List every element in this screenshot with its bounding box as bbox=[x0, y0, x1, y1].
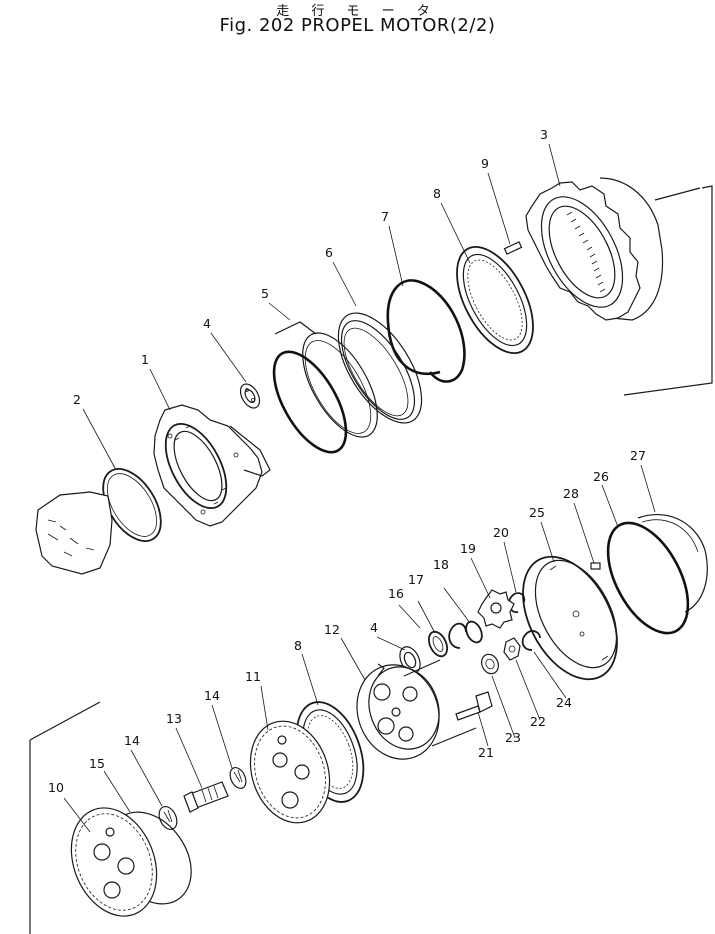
part-12-carrier bbox=[356, 659, 477, 760]
callout-11: 11 bbox=[245, 669, 261, 684]
part-22-nut bbox=[503, 637, 521, 661]
callout-6: 6 bbox=[325, 245, 333, 260]
figure-title: Fig. 202 PROPEL MOTOR(2/2) bbox=[219, 15, 496, 36]
callout-2: 2 bbox=[73, 392, 81, 407]
part-24-snap-ring bbox=[521, 630, 541, 651]
part-2-o-ring bbox=[102, 468, 162, 542]
callout-13: 13 bbox=[166, 711, 182, 726]
callout-18: 18 bbox=[433, 557, 449, 572]
part-8-bearing-upper bbox=[456, 245, 534, 355]
leader-lines bbox=[63, 143, 656, 833]
part-6-seal-ring bbox=[337, 312, 423, 424]
part-23-spacer bbox=[481, 653, 499, 675]
callout-17: 17 bbox=[408, 572, 424, 587]
callout-21: 21 bbox=[478, 745, 494, 760]
part-27-o-ring bbox=[637, 514, 708, 613]
part-13-shaft bbox=[183, 781, 229, 813]
callout-28: 28 bbox=[563, 486, 579, 501]
callout-25: 25 bbox=[529, 505, 545, 520]
callout-3: 3 bbox=[540, 127, 548, 142]
callout-26: 26 bbox=[593, 469, 609, 484]
callout-9: 9 bbox=[481, 156, 489, 171]
callout-20: 20 bbox=[493, 525, 509, 540]
part-1-motor-case bbox=[153, 404, 271, 527]
part-26-o-ring bbox=[606, 521, 690, 635]
callout-8-lower: 8 bbox=[294, 638, 302, 653]
part-10-gear bbox=[70, 807, 158, 917]
callout-4-upper: 4 bbox=[203, 316, 211, 331]
part-25-cover bbox=[522, 555, 618, 681]
callout-labels: 3 9 8 7 6 5 4 1 2 27 26 28 25 20 19 18 1… bbox=[48, 127, 646, 795]
callout-1: 1 bbox=[141, 352, 149, 367]
part-11-gear bbox=[249, 720, 331, 824]
bracket-top bbox=[623, 185, 713, 396]
part-3-housing bbox=[525, 177, 701, 321]
callout-27: 27 bbox=[630, 448, 646, 463]
callout-12: 12 bbox=[324, 622, 340, 637]
callout-4-lower: 4 bbox=[370, 620, 378, 635]
part-28-plug bbox=[590, 562, 601, 570]
part-19-sun-gear bbox=[477, 589, 515, 629]
callout-24: 24 bbox=[556, 695, 572, 710]
callout-22: 22 bbox=[530, 714, 546, 729]
part-9-pin bbox=[503, 241, 523, 255]
callout-10: 10 bbox=[48, 780, 64, 795]
part-17-snap-ring bbox=[448, 622, 467, 649]
part-20-snap-ring bbox=[508, 592, 526, 614]
callout-14-right: 14 bbox=[204, 688, 220, 703]
callout-16: 16 bbox=[388, 586, 404, 601]
part-7-snap-ring bbox=[386, 279, 466, 383]
part-21-bolt bbox=[455, 691, 493, 721]
callout-23: 23 bbox=[505, 730, 521, 745]
callout-8-upper: 8 bbox=[433, 186, 441, 201]
part-4-bearing-upper bbox=[239, 383, 261, 409]
part-16-ring bbox=[428, 630, 448, 658]
callout-7: 7 bbox=[381, 209, 389, 224]
part-5-o-ring-set bbox=[272, 321, 378, 454]
callout-14-left: 14 bbox=[124, 733, 140, 748]
title-japanese: 走 行 モ ー タ bbox=[276, 4, 439, 19]
label-block bbox=[35, 491, 113, 575]
callout-5: 5 bbox=[261, 286, 269, 301]
callout-15: 15 bbox=[89, 756, 105, 771]
bracket-bottom bbox=[29, 701, 101, 934]
callout-19: 19 bbox=[460, 541, 476, 556]
part-14-needle-bearing-right bbox=[229, 767, 247, 789]
